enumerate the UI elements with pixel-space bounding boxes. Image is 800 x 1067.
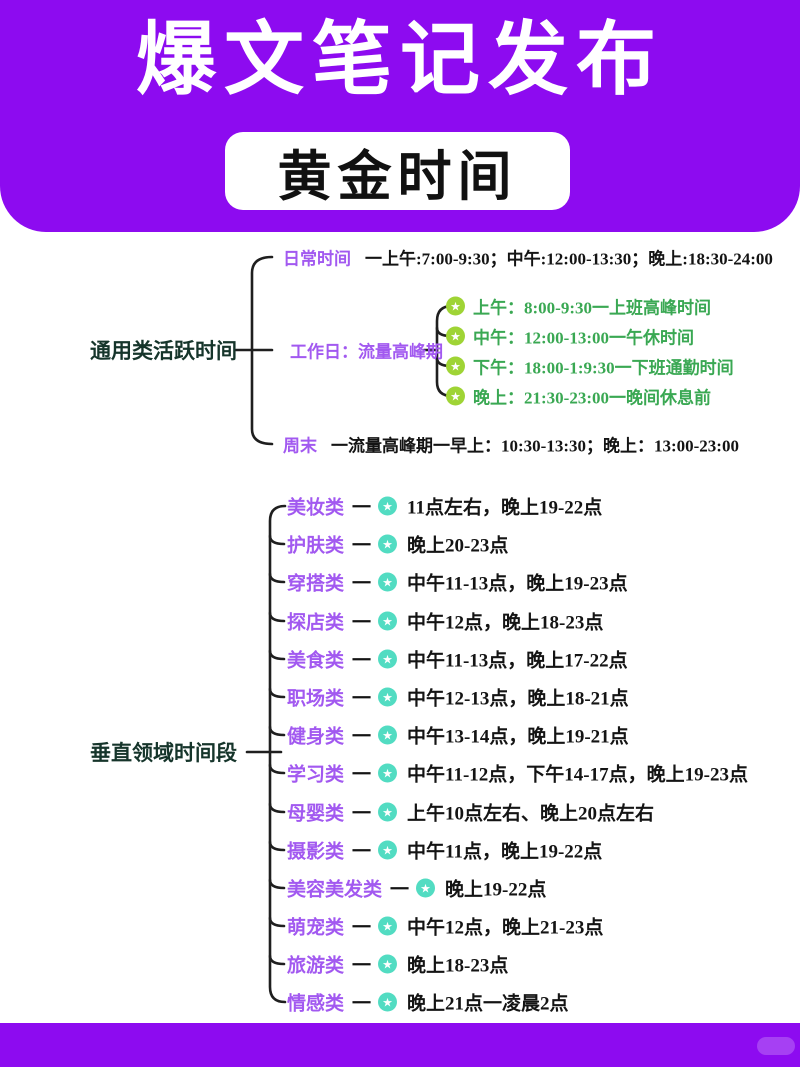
general-root-label: 通用类活跃时间 (90, 340, 237, 363)
category-row: 学习类 一 ★ 中午11-12点，下午14-17点，晚上19-23点 (287, 760, 748, 787)
category-row: 美容美发类 一 ★ 晚上19-22点 (287, 875, 546, 902)
star-icon: ★ (446, 326, 465, 346)
category-row: 护肤类 一 ★ 晚上20-23点 (287, 531, 508, 558)
category-time: 晚上20-23点 (407, 535, 509, 557)
dash: 一 (390, 879, 410, 901)
category-label: 探店类 (287, 612, 345, 634)
category-row: 萌宠类 一 ★ 中午12点，晚上21-23点 (287, 913, 603, 940)
page-title: 爆文笔记发布 (136, 15, 664, 104)
star-icon: ★ (416, 878, 436, 898)
header-banner: 爆文笔记发布 黄金时间 (0, 0, 800, 232)
watermark (757, 1037, 795, 1055)
workday-item-row: ★ 上午：8:00-9:30一上班高峰时间 (446, 294, 711, 319)
category-label: 美容美发类 (287, 879, 383, 901)
category-label: 旅游类 (287, 955, 345, 977)
category-time: 中午12-13点，晚上18-21点 (407, 688, 629, 710)
subtitle-text: 黄金时间 (277, 146, 518, 207)
dash: 一 (352, 497, 372, 519)
star-icon: ★ (446, 296, 465, 316)
star-icon: ★ (378, 572, 398, 592)
star-icon: ★ (378, 840, 398, 860)
category-time: 中午12点，晚上18-23点 (407, 612, 604, 634)
category-row: 摄影类 一 ★ 中午11点，晚上19-22点 (287, 837, 602, 864)
workday-item-time: 晚上：21:30-23:00一晚间休息前 (473, 388, 711, 408)
weekend-label: 周末 (283, 436, 317, 456)
category-label: 情感类 (287, 993, 345, 1015)
category-row: 美妆类 一 ★ 11点左右，晚上19-22点 (287, 493, 602, 520)
star-icon: ★ (378, 496, 398, 516)
category-label: 穿搭类 (287, 573, 345, 595)
daily-label: 日常时间 (283, 249, 351, 269)
category-time: 11点左右，晚上19-22点 (407, 497, 603, 519)
dash: 一 (352, 573, 372, 595)
category-row: 穿搭类 一 ★ 中午11-13点，晚上19-23点 (287, 569, 628, 596)
dash: 一 (352, 688, 372, 710)
weekend-branch-row: 周末 一流量高峰期一早上：10:30-13:30；晚上：13:00-23:00 (283, 432, 739, 457)
category-row: 情感类 一 ★ 晚上21点一凌晨2点 (287, 989, 569, 1016)
workday-item-row: ★ 中午：12:00-13:00一午休时间 (446, 324, 694, 349)
category-time: 中午12点，晚上21-23点 (407, 917, 604, 939)
star-icon: ★ (378, 763, 398, 783)
workday-label: 工作日：流量高峰期 (290, 342, 443, 362)
daily-time: 一上午:7:00-9:30；中午:12:00-13:30；晚上:18:30-24… (365, 249, 773, 269)
category-time: 上午10点左右、晚上20点左右 (407, 803, 655, 825)
star-icon: ★ (446, 356, 465, 376)
dash: 一 (352, 535, 372, 557)
category-time: 中午11点，晚上19-22点 (407, 841, 603, 863)
category-label: 美食类 (287, 650, 345, 672)
category-time: 中午11-13点，晚上19-23点 (407, 573, 628, 595)
dash: 一 (352, 726, 372, 748)
category-label: 学习类 (287, 764, 345, 786)
category-time: 中午11-13点，晚上17-22点 (407, 650, 628, 672)
workday-item-time: 中午：12:00-13:00一午休时间 (473, 328, 694, 348)
subtitle-badge: 黄金时间 (225, 132, 570, 210)
workday-item-row: ★ 晚上：21:30-23:00一晚间休息前 (446, 384, 711, 409)
star-icon: ★ (446, 386, 465, 406)
category-label: 护肤类 (287, 535, 345, 557)
dash: 一 (352, 764, 372, 786)
category-label: 母婴类 (287, 803, 345, 825)
star-icon: ★ (378, 992, 398, 1012)
category-label: 健身类 (287, 726, 345, 748)
footer-banner (0, 1023, 800, 1067)
daily-branch-row: 日常时间 一上午:7:00-9:30；中午:12:00-13:30；晚上:18:… (283, 245, 773, 270)
star-icon: ★ (378, 916, 398, 936)
category-row: 探店类 一 ★ 中午12点，晚上18-23点 (287, 608, 603, 635)
category-label: 萌宠类 (287, 917, 345, 939)
dash: 一 (352, 955, 372, 977)
category-row: 职场类 一 ★ 中午12-13点，晚上18-21点 (287, 684, 629, 711)
category-label: 美妆类 (287, 497, 345, 519)
dash: 一 (352, 650, 372, 672)
category-time: 中午11-12点，下午14-17点，晚上19-23点 (407, 764, 748, 786)
star-icon: ★ (378, 954, 398, 974)
category-row: 旅游类 一 ★ 晚上18-23点 (287, 951, 508, 978)
workday-item-time: 下午：18:00-1:9:30一下班通勤时间 (473, 358, 734, 378)
dash: 一 (352, 993, 372, 1015)
star-icon: ★ (378, 725, 398, 745)
category-label: 职场类 (287, 688, 345, 710)
star-icon: ★ (378, 649, 398, 669)
category-row: 母婴类 一 ★ 上午10点左右、晚上20点左右 (287, 799, 654, 826)
workday-item-time: 上午：8:00-9:30一上班高峰时间 (473, 298, 711, 318)
weekend-time: 一流量高峰期一早上：10:30-13:30；晚上：13:00-23:00 (331, 436, 739, 456)
dash: 一 (352, 917, 372, 939)
star-icon: ★ (378, 534, 398, 554)
category-time: 晚上19-22点 (445, 879, 547, 901)
star-icon: ★ (378, 687, 398, 707)
workday-item-row: ★ 下午：18:00-1:9:30一下班通勤时间 (446, 354, 734, 379)
workday-branch-row: 工作日：流量高峰期 (290, 338, 443, 363)
category-time: 晚上18-23点 (407, 955, 509, 977)
category-time: 中午13-14点，晚上19-21点 (407, 726, 629, 748)
star-icon: ★ (378, 802, 398, 822)
category-row: 美食类 一 ★ 中午11-13点，晚上17-22点 (287, 646, 628, 673)
star-icon: ★ (378, 611, 398, 631)
dash: 一 (352, 612, 372, 634)
category-row: 健身类 一 ★ 中午13-14点，晚上19-21点 (287, 722, 629, 749)
category-label: 摄影类 (287, 841, 345, 863)
dash: 一 (352, 841, 372, 863)
category-time: 晚上21点一凌晨2点 (407, 993, 569, 1015)
dash: 一 (352, 803, 372, 825)
vertical-root-label: 垂直领域时间段 (90, 742, 237, 765)
